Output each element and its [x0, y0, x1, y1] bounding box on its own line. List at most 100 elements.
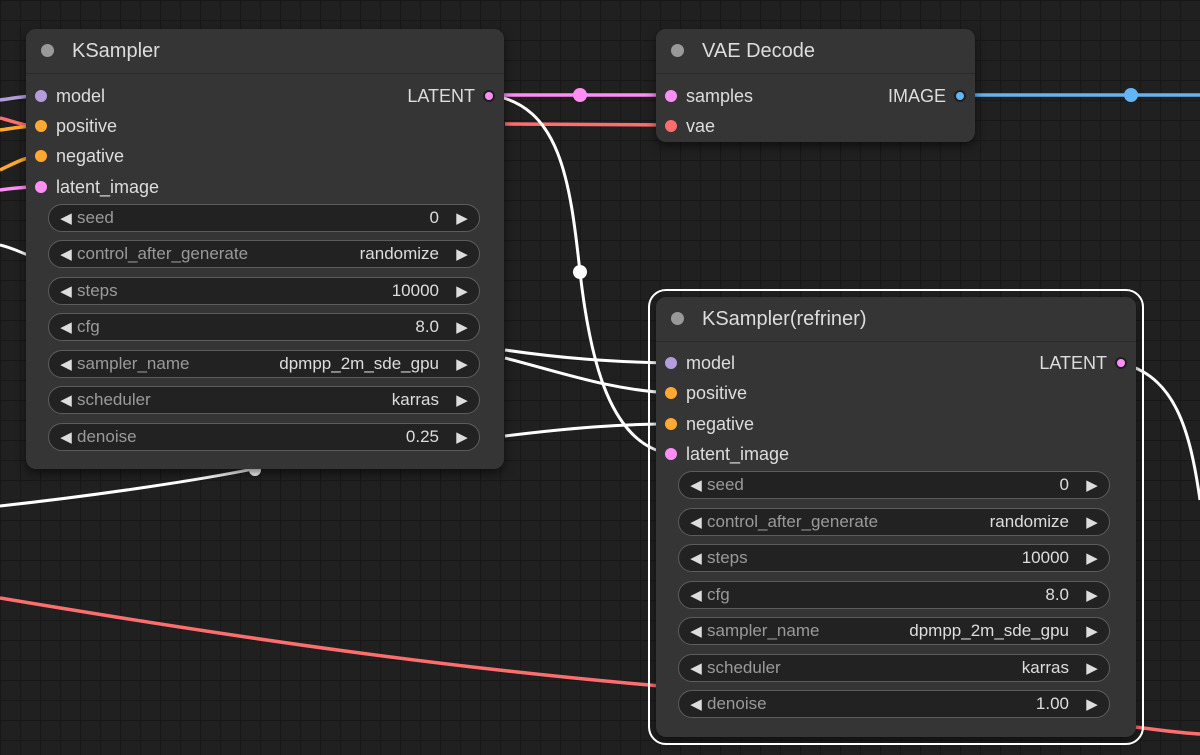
- increment-arrow-icon[interactable]: ▶: [1086, 660, 1098, 677]
- input-label: latent_image: [56, 176, 160, 197]
- widget-label: seed: [707, 475, 744, 494]
- model-slot-icon[interactable]: [35, 90, 47, 102]
- collapse-dot-icon[interactable]: [671, 312, 684, 325]
- input-slot-negative[interactable]: negative: [656, 409, 754, 439]
- vae-decode-title-bar[interactable]: VAE Decode: [656, 29, 975, 74]
- widget-seed[interactable]: ◀ seed 0 ▶: [48, 204, 480, 232]
- decrement-arrow-icon[interactable]: ◀: [690, 587, 702, 604]
- widget-control-after-generate[interactable]: ◀ control_after_generate randomize ▶: [678, 508, 1110, 536]
- input-slot-positive[interactable]: positive: [26, 111, 117, 141]
- decrement-arrow-icon[interactable]: ◀: [60, 319, 72, 336]
- widget-value[interactable]: 0.25: [405, 427, 439, 446]
- increment-arrow-icon[interactable]: ▶: [456, 210, 468, 227]
- decrement-arrow-icon[interactable]: ◀: [690, 660, 702, 677]
- decrement-arrow-icon[interactable]: ◀: [690, 514, 702, 531]
- output-slot-image[interactable]: IMAGE: [888, 81, 975, 111]
- widget-label: steps: [77, 281, 118, 300]
- widget-value[interactable]: 1.00: [1035, 694, 1069, 713]
- widget-label: control_after_generate: [707, 512, 879, 531]
- output-slot-latent[interactable]: LATENT: [407, 81, 504, 111]
- widget-seed[interactable]: ◀ seed 0 ▶: [678, 471, 1110, 499]
- input-label: negative: [686, 413, 755, 434]
- increment-arrow-icon[interactable]: ▶: [1086, 623, 1098, 640]
- widget-value[interactable]: karras: [1021, 658, 1069, 677]
- ksampler-title-bar[interactable]: KSampler: [26, 29, 504, 74]
- increment-arrow-icon[interactable]: ▶: [1086, 587, 1098, 604]
- widget-value[interactable]: 0: [429, 208, 439, 227]
- image-output-icon[interactable]: [954, 90, 966, 102]
- increment-arrow-icon[interactable]: ▶: [456, 283, 468, 300]
- output-slot-latent[interactable]: LATENT: [1039, 348, 1136, 378]
- widget-label: denoise: [77, 427, 137, 446]
- ksampler-refiner-node[interactable]: KSampler(refriner) model positive negati…: [648, 289, 1144, 745]
- widget-label: seed: [77, 208, 114, 227]
- increment-arrow-icon[interactable]: ▶: [1086, 514, 1098, 531]
- widget-value[interactable]: 0: [1059, 475, 1069, 494]
- widget-value[interactable]: 8.0: [415, 317, 439, 336]
- widget-value[interactable]: dpmpp_2m_sde_gpu: [909, 621, 1069, 640]
- input-slot-latent-image[interactable]: latent_image: [26, 172, 159, 202]
- ksampler-node[interactable]: KSampler model positive negative latent_…: [26, 29, 504, 469]
- collapse-dot-icon[interactable]: [671, 44, 684, 57]
- conditioning-slot-icon[interactable]: [665, 387, 677, 399]
- widget-sampler-name[interactable]: ◀ sampler_name dpmpp_2m_sde_gpu ▶: [678, 617, 1110, 645]
- conditioning-slot-icon[interactable]: [665, 418, 677, 430]
- input-slot-vae[interactable]: vae: [656, 111, 715, 141]
- widget-cfg[interactable]: ◀ cfg 8.0 ▶: [48, 313, 480, 341]
- decrement-arrow-icon[interactable]: ◀: [60, 246, 72, 263]
- increment-arrow-icon[interactable]: ▶: [456, 246, 468, 263]
- widget-sampler-name[interactable]: ◀ sampler_name dpmpp_2m_sde_gpu ▶: [48, 350, 480, 378]
- widget-value[interactable]: karras: [391, 390, 439, 409]
- latent-slot-icon[interactable]: [665, 448, 677, 460]
- input-slot-model[interactable]: model: [26, 81, 105, 111]
- increment-arrow-icon[interactable]: ▶: [456, 392, 468, 409]
- widget-denoise[interactable]: ◀ denoise 1.00 ▶: [678, 690, 1110, 718]
- vae-slot-icon[interactable]: [665, 120, 677, 132]
- decrement-arrow-icon[interactable]: ◀: [690, 550, 702, 567]
- decrement-arrow-icon[interactable]: ◀: [60, 392, 72, 409]
- widget-scheduler[interactable]: ◀ scheduler karras ▶: [48, 386, 480, 414]
- conditioning-slot-icon[interactable]: [35, 150, 47, 162]
- widget-value[interactable]: randomize: [989, 512, 1069, 531]
- widget-value[interactable]: dpmpp_2m_sde_gpu: [279, 354, 439, 373]
- latent-output-icon[interactable]: [1115, 357, 1127, 369]
- collapse-dot-icon[interactable]: [41, 44, 54, 57]
- latent-slot-icon[interactable]: [35, 181, 47, 193]
- input-label: vae: [686, 115, 716, 136]
- increment-arrow-icon[interactable]: ▶: [1086, 477, 1098, 494]
- input-slot-latent-image[interactable]: latent_image: [656, 439, 789, 469]
- increment-arrow-icon[interactable]: ▶: [456, 429, 468, 446]
- widget-value[interactable]: 10000: [391, 281, 439, 300]
- widget-steps[interactable]: ◀ steps 10000 ▶: [678, 544, 1110, 572]
- decrement-arrow-icon[interactable]: ◀: [690, 696, 702, 713]
- increment-arrow-icon[interactable]: ▶: [456, 319, 468, 336]
- input-slot-samples[interactable]: samples: [656, 81, 753, 111]
- increment-arrow-icon[interactable]: ▶: [1086, 696, 1098, 713]
- widget-value[interactable]: 8.0: [1045, 585, 1069, 604]
- latent-slot-icon[interactable]: [665, 90, 677, 102]
- decrement-arrow-icon[interactable]: ◀: [690, 623, 702, 640]
- widget-control-after-generate[interactable]: ◀ control_after_generate randomize ▶: [48, 240, 480, 268]
- widget-value[interactable]: 10000: [1021, 548, 1069, 567]
- decrement-arrow-icon[interactable]: ◀: [690, 477, 702, 494]
- increment-arrow-icon[interactable]: ▶: [456, 356, 468, 373]
- input-slot-negative[interactable]: negative: [26, 141, 124, 171]
- widget-scheduler[interactable]: ◀ scheduler karras ▶: [678, 654, 1110, 682]
- refiner-title-bar[interactable]: KSampler(refriner): [656, 297, 1136, 342]
- latent-output-icon[interactable]: [483, 90, 495, 102]
- decrement-arrow-icon[interactable]: ◀: [60, 283, 72, 300]
- decrement-arrow-icon[interactable]: ◀: [60, 429, 72, 446]
- widget-steps[interactable]: ◀ steps 10000 ▶: [48, 277, 480, 305]
- input-slot-model[interactable]: model: [656, 348, 735, 378]
- widget-value[interactable]: randomize: [359, 244, 439, 263]
- widget-denoise[interactable]: ◀ denoise 0.25 ▶: [48, 423, 480, 451]
- increment-arrow-icon[interactable]: ▶: [1086, 550, 1098, 567]
- model-slot-icon[interactable]: [665, 357, 677, 369]
- vae-decode-node[interactable]: VAE Decode samples vae IMAGE: [656, 29, 975, 142]
- conditioning-slot-icon[interactable]: [35, 120, 47, 132]
- widget-cfg[interactable]: ◀ cfg 8.0 ▶: [678, 581, 1110, 609]
- input-slot-positive[interactable]: positive: [656, 378, 747, 408]
- decrement-arrow-icon[interactable]: ◀: [60, 356, 72, 373]
- decrement-arrow-icon[interactable]: ◀: [60, 210, 72, 227]
